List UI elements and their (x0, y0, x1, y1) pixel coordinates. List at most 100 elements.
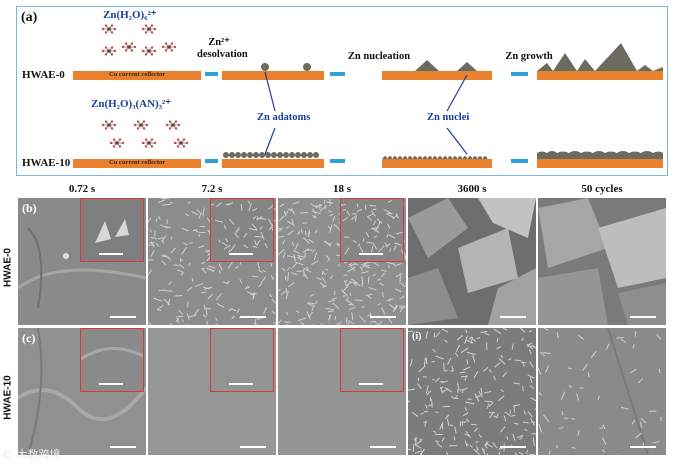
texture-flake (148, 269, 153, 276)
texture-flake (283, 210, 287, 217)
texture-flake (408, 388, 416, 391)
cluster-ligand (176, 145, 180, 148)
panel-b-tag: (b) (22, 201, 37, 215)
cluster-ligand (121, 45, 125, 49)
cluster-ligand (150, 31, 154, 34)
texture-flake (640, 417, 647, 424)
texture-flake (218, 263, 223, 271)
texture-flake (441, 328, 449, 333)
cluster-ligand (174, 127, 178, 130)
texture-flake (150, 250, 155, 257)
texture-flake (313, 252, 318, 261)
cluster-ligand (104, 127, 108, 130)
collector-plate-bottom-2 (222, 159, 324, 168)
texture-flake (250, 292, 257, 296)
texture-flake (527, 374, 535, 379)
cluster-ligand (124, 42, 128, 45)
nucleus-bottom (482, 156, 488, 159)
texture-flake (342, 208, 347, 212)
cluster-ligand (110, 24, 114, 27)
texture-flake (561, 410, 564, 416)
texture-flake (445, 451, 449, 455)
cluster-ligand (124, 49, 128, 52)
texture-flake (383, 209, 391, 214)
texture-flake (156, 304, 164, 311)
inset-b-2-flakes (211, 200, 273, 255)
adatom-bottom (229, 152, 235, 158)
texture-flake (514, 452, 517, 455)
texture-flake (183, 242, 188, 246)
texture-flake (202, 314, 207, 318)
texture-flake (290, 207, 296, 215)
texture-flake (347, 266, 356, 273)
texture-flake (285, 291, 289, 300)
texture-flake (356, 208, 362, 212)
texture-flake (221, 241, 228, 247)
texture-flake (361, 262, 367, 266)
texture-flake (348, 306, 356, 311)
texture-flake (556, 332, 559, 339)
texture-flake (504, 411, 511, 417)
texture-flake (367, 213, 374, 218)
cluster-ligand (170, 42, 174, 45)
texture-flake (543, 414, 550, 423)
nucleus-bottom (387, 156, 393, 159)
texture-flake (254, 239, 257, 246)
texture-flake (325, 307, 335, 311)
texture-flake (336, 321, 342, 325)
cluster-ligand (144, 138, 148, 141)
cluster-ligand (144, 145, 148, 148)
texture-flake (521, 337, 524, 342)
texture-flake (313, 216, 317, 219)
time-label-5: 50 cycles (581, 183, 623, 195)
texture-flake (174, 294, 183, 297)
step-arrow-top-1 (205, 72, 218, 76)
texture-flake (365, 231, 370, 238)
texture-flake (351, 215, 356, 221)
texture-flake (148, 217, 152, 223)
texture-flake (353, 282, 361, 287)
cluster-ligand (136, 127, 140, 130)
texture-flake (462, 366, 471, 371)
texture-flake (656, 334, 662, 340)
texture-flake (268, 218, 273, 226)
adatom-layer-bottom (223, 152, 319, 158)
texture-flake (155, 218, 158, 223)
texture-flake (544, 328, 549, 331)
texture-flake (321, 276, 327, 284)
cluster-ligand (168, 120, 172, 123)
adatom-bottom (259, 152, 265, 158)
texture-flake (228, 308, 233, 312)
texture-flake (453, 436, 456, 441)
collector-text-top: Cu current collector (109, 71, 166, 78)
texture-flake (388, 234, 396, 239)
texture-flake (160, 224, 168, 229)
texture-flake (348, 280, 352, 284)
inset-b-1-flakes (95, 219, 129, 255)
nucleus-bottom (462, 156, 468, 159)
texture-flake (332, 302, 340, 309)
texture-flake (349, 292, 352, 297)
texture-flake (387, 223, 391, 229)
texture-flake (444, 369, 448, 372)
texture-flake (325, 255, 331, 260)
texture-flake (246, 291, 254, 295)
texture-flake (480, 387, 483, 396)
texture-flake (306, 302, 316, 308)
texture-flake (271, 225, 273, 231)
texture-flake (308, 311, 313, 318)
cluster-ligand (144, 53, 148, 56)
adatom-bottom (271, 152, 277, 158)
texture-flake (372, 242, 378, 250)
texture-flake (252, 216, 257, 220)
texture-flake (353, 281, 357, 286)
texture-flake (359, 315, 367, 323)
texture-flake (363, 265, 370, 267)
texture-flake (225, 238, 229, 243)
texture-flake (590, 350, 597, 359)
texture-flake (291, 262, 298, 269)
texture-flake (455, 344, 461, 353)
texture-flake (198, 212, 203, 219)
texture-flake (186, 313, 190, 320)
texture-flake (432, 378, 436, 381)
